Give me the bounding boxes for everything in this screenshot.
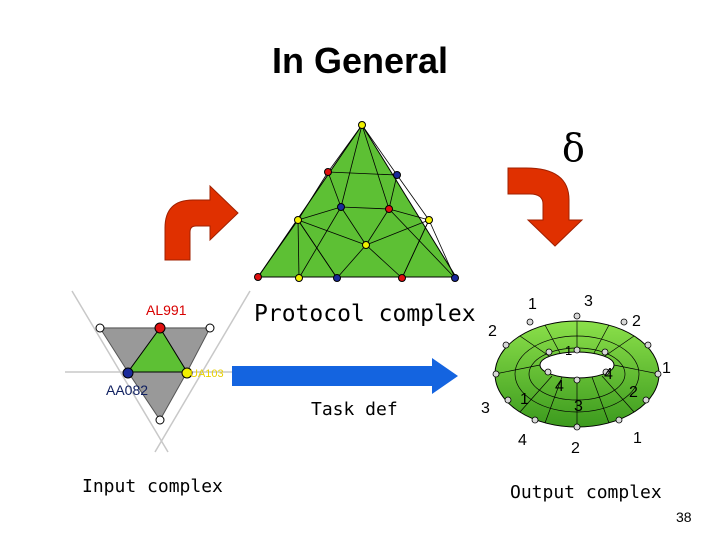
red-arrow-right <box>507 167 584 247</box>
output-complex-torus <box>492 312 662 431</box>
vertex-label-ua103: UA103 <box>190 368 224 380</box>
output-number: 2 <box>488 323 497 340</box>
output-number: 1 <box>528 296 537 313</box>
blue-arrow <box>232 358 458 394</box>
output-number: 1 <box>520 391 529 408</box>
protocol-complex-figure <box>254 121 459 282</box>
output-number: 2 <box>571 440 580 457</box>
protocol-complex-label: Protocol complex <box>254 301 476 327</box>
vertex-label-aa082: AA082 <box>106 382 149 398</box>
output-number: 1 <box>565 343 573 358</box>
output-number: 1 <box>662 360 671 377</box>
output-number: 4 <box>555 378 564 395</box>
output-number: 2 <box>629 384 638 401</box>
input-complex-label: Input complex <box>82 476 223 497</box>
red-arrow-left <box>164 184 239 261</box>
task-def-label: Task def <box>311 399 398 420</box>
input-complex-figure <box>65 290 255 453</box>
delta-symbol: δ <box>562 126 585 170</box>
slide-title: In General <box>271 40 449 81</box>
output-number: 3 <box>584 293 593 310</box>
output-number: 3 <box>574 398 583 415</box>
output-number: 2 <box>632 313 641 330</box>
page-number: 38 <box>676 509 692 525</box>
output-number: 4 <box>518 432 527 449</box>
output-number: 4 <box>604 366 613 383</box>
output-complex-label: Output complex <box>510 482 662 503</box>
output-number: 3 <box>481 400 490 417</box>
vertex-label-al991: AL991 <box>146 302 187 318</box>
output-number: 1 <box>633 430 642 447</box>
